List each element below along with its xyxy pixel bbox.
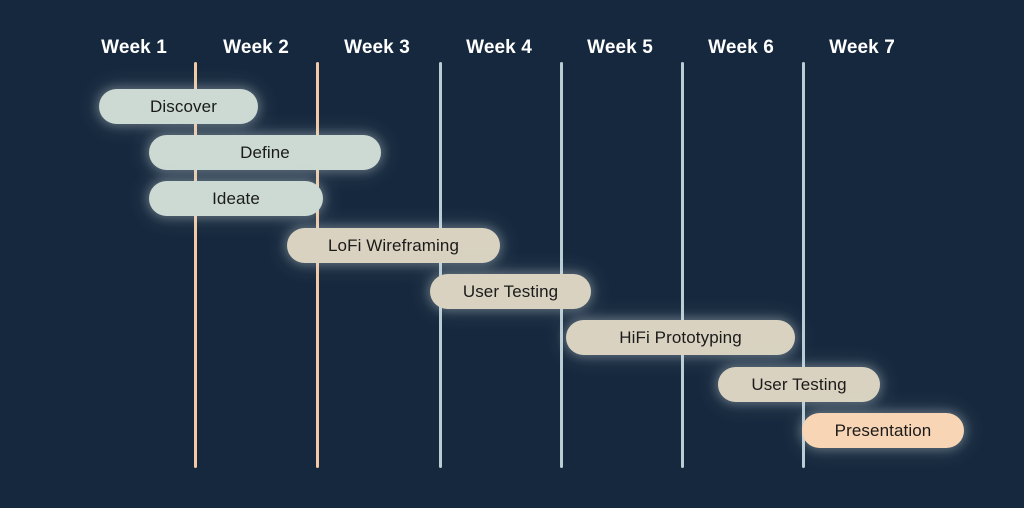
week-label-1: Week 1	[101, 37, 167, 58]
gridline-week-5-end	[681, 62, 684, 468]
task-bar-label: Presentation	[834, 421, 932, 440]
task-bar-label: LoFi Wireframing	[327, 236, 460, 255]
task-bar-user-testing-2[interactable]: User Testing	[718, 367, 880, 402]
task-bar-label: Discover	[150, 97, 217, 116]
gridline-week-2-end	[316, 62, 319, 468]
task-bar-discover[interactable]: Discover	[99, 89, 258, 124]
task-bar-user-testing-1[interactable]: User Testing	[430, 274, 591, 309]
task-bar-presentation[interactable]: Presentation	[802, 413, 964, 448]
task-bar-label: HiFi Prototyping	[619, 328, 742, 347]
gridline-week-4-end	[560, 62, 563, 468]
week-label-3: Week 3	[344, 37, 410, 58]
task-bar-lofi-wireframing[interactable]: LoFi Wireframing	[287, 228, 500, 263]
week-header-row: Week 1 Week 2 Week 3 Week 4 Week 5 Week 6 Week…	[0, 0, 1024, 62]
week-label-2: Week 2	[223, 37, 289, 58]
gridline-week-1-end	[194, 62, 197, 468]
task-bar-label: User Testing	[462, 282, 559, 301]
week-label-7: Week 7	[829, 37, 895, 58]
gridline-week-6-end	[802, 62, 805, 468]
task-bar-label: Define	[240, 143, 290, 162]
task-bar-label: Ideate	[212, 189, 260, 208]
week-label-4: Week 4	[466, 37, 532, 58]
week-label-5: Week 5	[587, 37, 653, 58]
task-bar-hifi-prototyping[interactable]: HiFi Prototyping	[566, 320, 795, 355]
task-bar-label: User Testing	[751, 375, 847, 394]
gridline-week-3-end	[439, 62, 442, 468]
task-bar-define[interactable]: Define	[149, 135, 381, 170]
task-bar-ideate[interactable]: Ideate	[149, 181, 323, 216]
week-label-6: Week 6	[708, 37, 774, 58]
